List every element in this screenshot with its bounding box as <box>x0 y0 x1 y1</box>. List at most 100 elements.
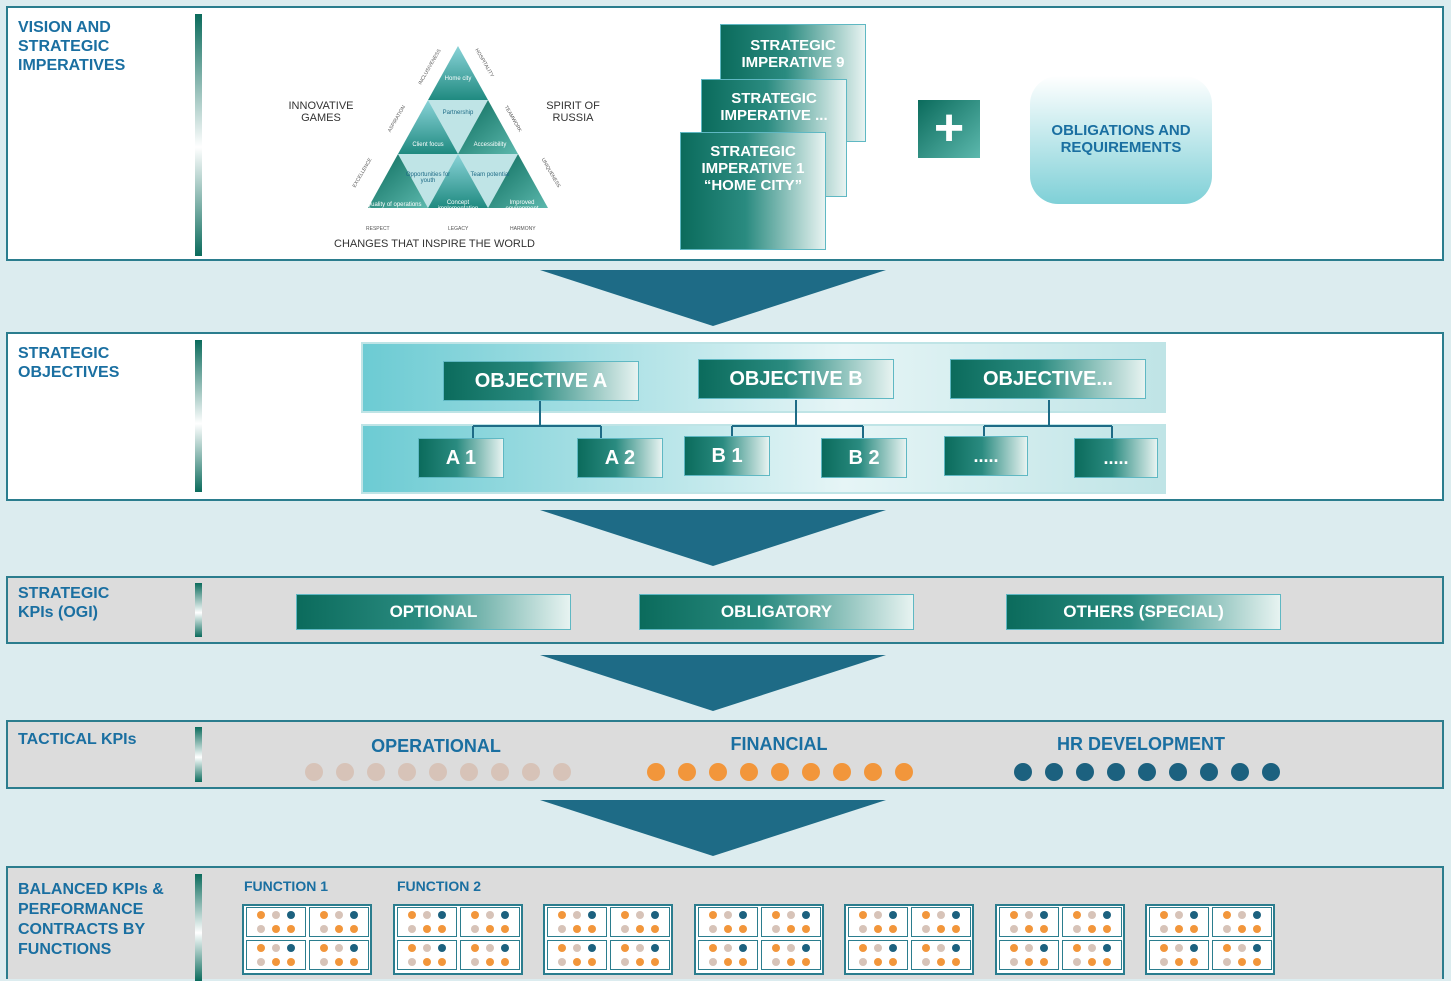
function-kpi-dot <box>723 911 732 919</box>
function-kpi-dot <box>407 911 416 919</box>
tri-cell <box>458 100 518 154</box>
function-kpi-dot <box>350 958 358 966</box>
function-kpi-dot <box>771 958 780 966</box>
tactical-kpi-dot <box>833 763 851 781</box>
function-kpi-dot <box>801 925 810 933</box>
function-kpi-dot <box>937 944 945 952</box>
function-kpi-dot <box>1009 944 1018 952</box>
function-block-cell <box>309 907 369 937</box>
tactical-kpi-dot <box>740 763 758 781</box>
function-block-cell <box>610 907 670 937</box>
function-block-cell <box>309 940 369 970</box>
function-kpi-dot <box>350 944 358 952</box>
vision-divider <box>195 14 202 256</box>
function-kpi-dot <box>272 911 280 919</box>
function-kpi-dot <box>1190 944 1198 952</box>
tri-cell <box>488 154 548 208</box>
function-kpi-dot <box>320 944 328 952</box>
tactical-kpi-dot <box>398 763 416 781</box>
function-block-cell <box>1061 940 1122 970</box>
function-block-cell <box>1212 940 1272 970</box>
function-kpi-dot <box>874 944 882 952</box>
function-kpi-dot <box>771 944 780 952</box>
function-kpi-dot <box>1087 958 1096 966</box>
kpis-ogi-band: STRATEGIC KPIs (OGI) OPTIONAL OBLIGATORY… <box>6 576 1444 644</box>
flow-arrow-1 <box>540 270 886 326</box>
function-kpi-dot <box>287 925 295 933</box>
function-kpi-dot <box>651 944 659 952</box>
function-block-cell <box>1061 907 1122 937</box>
tactical-kpi-dot <box>1014 763 1032 781</box>
function-block-cell <box>547 907 607 937</box>
function-block-cell <box>697 907 758 937</box>
function-kpi-dot <box>1102 925 1111 933</box>
function-kpi-dot <box>1160 944 1168 952</box>
function-kpi-dot <box>889 925 897 933</box>
function-kpi-dot <box>1175 911 1183 919</box>
function-kpi-dot <box>708 925 717 933</box>
function-block-cell <box>911 940 971 970</box>
function-kpi-dot <box>636 958 644 966</box>
function-kpi-dot <box>1102 958 1111 966</box>
tactical-kpi-dot <box>491 763 509 781</box>
kpi-optional: OPTIONAL <box>296 594 571 630</box>
function-kpi-dot <box>287 958 295 966</box>
function-kpi-dot <box>1175 958 1183 966</box>
tactical-kpi-dot <box>1045 763 1063 781</box>
function-kpi-dot <box>771 911 780 919</box>
function-kpi-dot <box>738 925 747 933</box>
tactical-kpi-dot <box>864 763 882 781</box>
sub-objective-a1: A 1 <box>418 438 504 478</box>
function-kpi-dot <box>1238 925 1246 933</box>
function-kpi-dot <box>952 911 960 919</box>
function-kpi-dot <box>771 925 780 933</box>
tactical-kpi-dot <box>367 763 385 781</box>
function-kpi-dot <box>952 958 960 966</box>
tactical-kpi-dot <box>678 763 696 781</box>
function-kpi-dot <box>320 958 328 966</box>
function-kpi-dot <box>1253 925 1261 933</box>
function-kpi-dot <box>723 925 732 933</box>
function-block-cell <box>610 940 670 970</box>
kpi-others-text: OTHERS (SPECIAL) <box>1063 602 1224 621</box>
function-kpi-dot <box>1102 911 1111 919</box>
function-kpi-dot <box>859 925 867 933</box>
function-block-cell <box>760 907 821 937</box>
balanced-divider <box>195 874 202 981</box>
tri-cell <box>428 154 488 208</box>
function-kpi-dot <box>1223 944 1231 952</box>
sub-objective-b1: B 1 <box>684 436 770 476</box>
function-kpi-dot <box>335 958 343 966</box>
objective-b-text: OBJECTIVE B <box>729 368 863 390</box>
objectives-divider <box>195 340 202 492</box>
function-kpi-dot <box>1087 944 1096 952</box>
function-block-cell <box>911 907 971 937</box>
function-kpi-dot <box>1175 944 1183 952</box>
objectives-band: STRATEGIC OBJECTIVES OBJECTIVE A OBJECTI… <box>6 332 1444 501</box>
function-kpi-dot <box>558 911 566 919</box>
function-block-cell <box>848 940 908 970</box>
tri-cell <box>458 154 518 208</box>
function-kpi-dot <box>558 944 566 952</box>
function-2-label: FUNCTION 2 <box>397 878 481 894</box>
function-kpi-dot <box>651 958 659 966</box>
function-block <box>1145 904 1275 975</box>
function-kpi-dot <box>1024 911 1033 919</box>
function-kpi-dot <box>407 958 416 966</box>
function-kpi-dot <box>335 944 343 952</box>
tri-cell <box>428 100 488 154</box>
function-kpi-dot <box>1238 958 1246 966</box>
tactical-kpi-dot <box>802 763 820 781</box>
function-kpi-dot <box>1024 925 1033 933</box>
sub-objective-more-1: ..... <box>944 436 1028 476</box>
tactical-kpi-dot <box>522 763 540 781</box>
tactical-kpi-dot <box>895 763 913 781</box>
imperative-card-mid-text: STRATEGIC IMPERATIVE ... <box>720 90 828 124</box>
spirit-of-russia-text: SPIRIT OF RUSSIA <box>546 100 600 124</box>
flow-arrow-4 <box>540 800 886 856</box>
function-kpi-dot <box>723 958 732 966</box>
function-kpi-dot <box>801 958 810 966</box>
tri-cell-label: Quality of operations <box>366 202 422 208</box>
objective-a-text: OBJECTIVE A <box>474 370 608 392</box>
function-kpi-dot <box>1087 925 1096 933</box>
